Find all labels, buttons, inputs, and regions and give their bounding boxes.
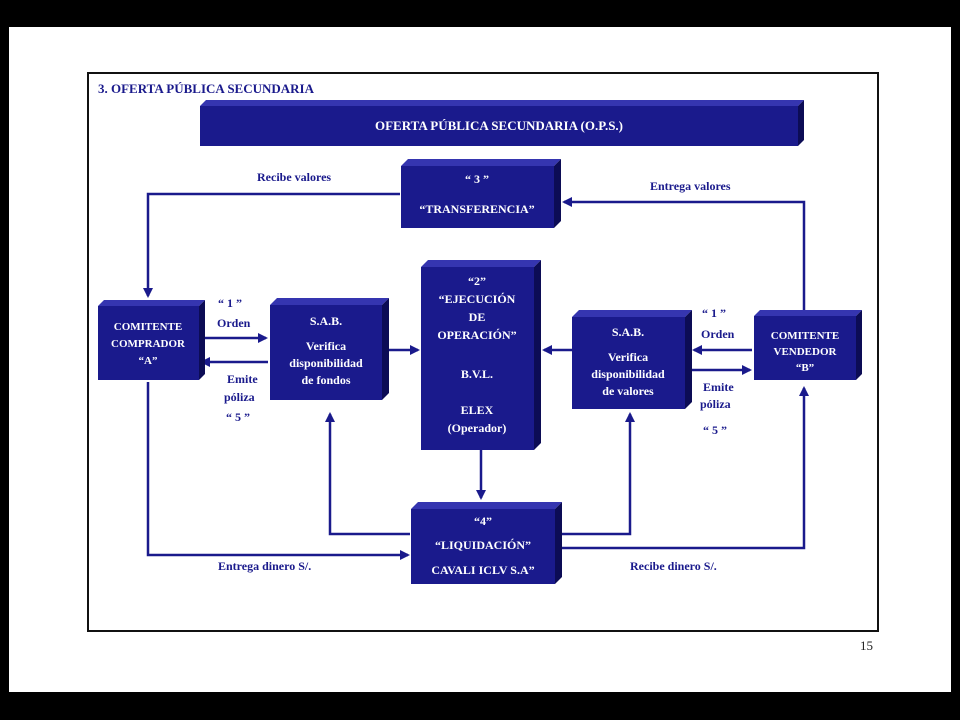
- page-number: 15: [860, 638, 873, 653]
- edge-labels: Recibe valores Entrega valores “ 1 ” Ord…: [217, 170, 735, 573]
- box-liquidacion: “4” “LIQUIDACIÓN” CAVALI ICLV S.A”: [411, 502, 562, 584]
- label-emite-right-num: “ 5 ”: [703, 423, 727, 437]
- sab-left-line2: Verifica: [306, 339, 346, 353]
- box-comitente-vendedor: COMITENTE VENDEDOR “B”: [754, 310, 862, 380]
- arrow-liq-sab-right: [562, 412, 635, 536]
- sab-left-line3: disponibilidad: [289, 356, 363, 370]
- ejecucion-line1: “2”: [468, 274, 486, 288]
- liquidacion-line3: CAVALI ICLV S.A”: [431, 563, 534, 577]
- box-ejecucion: “2” “EJECUCIÓN DE OPERACIÓN” B.V.L. ELEX…: [421, 260, 541, 450]
- sab-right-line4: de valores: [602, 384, 654, 398]
- sab-left-line4: de fondos: [301, 373, 350, 387]
- liquidacion-line2: “LIQUIDACIÓN”: [435, 538, 531, 552]
- label-emite-right1: Emite: [703, 380, 734, 394]
- comprador-line3: “A”: [139, 355, 158, 367]
- sab-right-line3: disponibilidad: [591, 367, 665, 381]
- box-sab-left: S.A.B. Verifica disponibilidad de fondos: [270, 298, 389, 400]
- transferencia-label: “TRANSFERENCIA”: [419, 202, 534, 216]
- connectors: [143, 192, 809, 560]
- label-emite-left2: póliza: [224, 390, 255, 404]
- sab-right-line2: Verifica: [608, 350, 648, 364]
- label-emite-left1: Emite: [227, 372, 258, 386]
- label-orden-right: Orden: [701, 327, 735, 341]
- label-recibe-valores: Recibe valores: [257, 170, 331, 184]
- arrow-entrega-valores: [562, 197, 806, 310]
- label-emite-left-num: “ 5 ”: [226, 410, 250, 424]
- arrow-recibe-valores: [143, 192, 400, 298]
- label-emite-right2: póliza: [700, 397, 731, 411]
- vendedor-line2: VENDEDOR: [774, 346, 838, 358]
- box-comitente-comprador: COMITENTE COMPRADOR “A”: [98, 300, 205, 380]
- box-sab-right: S.A.B. Verifica disponibilidad de valore…: [572, 310, 692, 409]
- vendedor-line1: COMITENTE: [771, 330, 839, 342]
- ejecucion-line3: DE: [469, 310, 486, 324]
- ejecucion-line6: ELEX: [461, 403, 494, 417]
- transferencia-num: “ 3 ”: [465, 172, 489, 186]
- comprador-line2: COMPRADOR: [111, 338, 186, 350]
- label-orden-left-num: “ 1 ”: [218, 296, 242, 310]
- liquidacion-line1: “4”: [474, 514, 492, 528]
- sab-left-line1: S.A.B.: [310, 314, 342, 328]
- ops-banner: OFERTA PÚBLICA SECUNDARIA (O.P.S.): [200, 100, 804, 146]
- comprador-line1: COMITENTE: [114, 321, 182, 333]
- label-orden-right-num: “ 1 ”: [702, 306, 726, 320]
- ejecucion-line5: B.V.L.: [461, 367, 493, 381]
- arrow-entrega-dinero: [146, 382, 410, 560]
- arrow-recibe-dinero: [562, 386, 809, 550]
- banner-title: OFERTA PÚBLICA SECUNDARIA (O.P.S.): [375, 118, 623, 133]
- label-recibe-dinero: Recibe dinero S/.: [630, 559, 717, 573]
- ejecucion-line7: (Operador): [448, 421, 507, 435]
- label-orden-left: Orden: [217, 316, 251, 330]
- label-entrega-dinero: Entrega dinero S/.: [218, 559, 311, 573]
- box-transferencia: “ 3 ” “TRANSFERENCIA”: [401, 159, 561, 228]
- sab-right-line1: S.A.B.: [612, 325, 644, 339]
- label-entrega-valores: Entrega valores: [650, 179, 731, 193]
- ejecucion-line2: “EJECUCIÓN: [439, 292, 516, 306]
- section-title: 3. OFERTA PÚBLICA SECUNDARIA: [98, 81, 315, 96]
- arrow-liq-sab-left: [325, 412, 410, 536]
- vendedor-line3: “B”: [796, 362, 814, 374]
- ejecucion-line4: OPERACIÓN”: [437, 328, 516, 342]
